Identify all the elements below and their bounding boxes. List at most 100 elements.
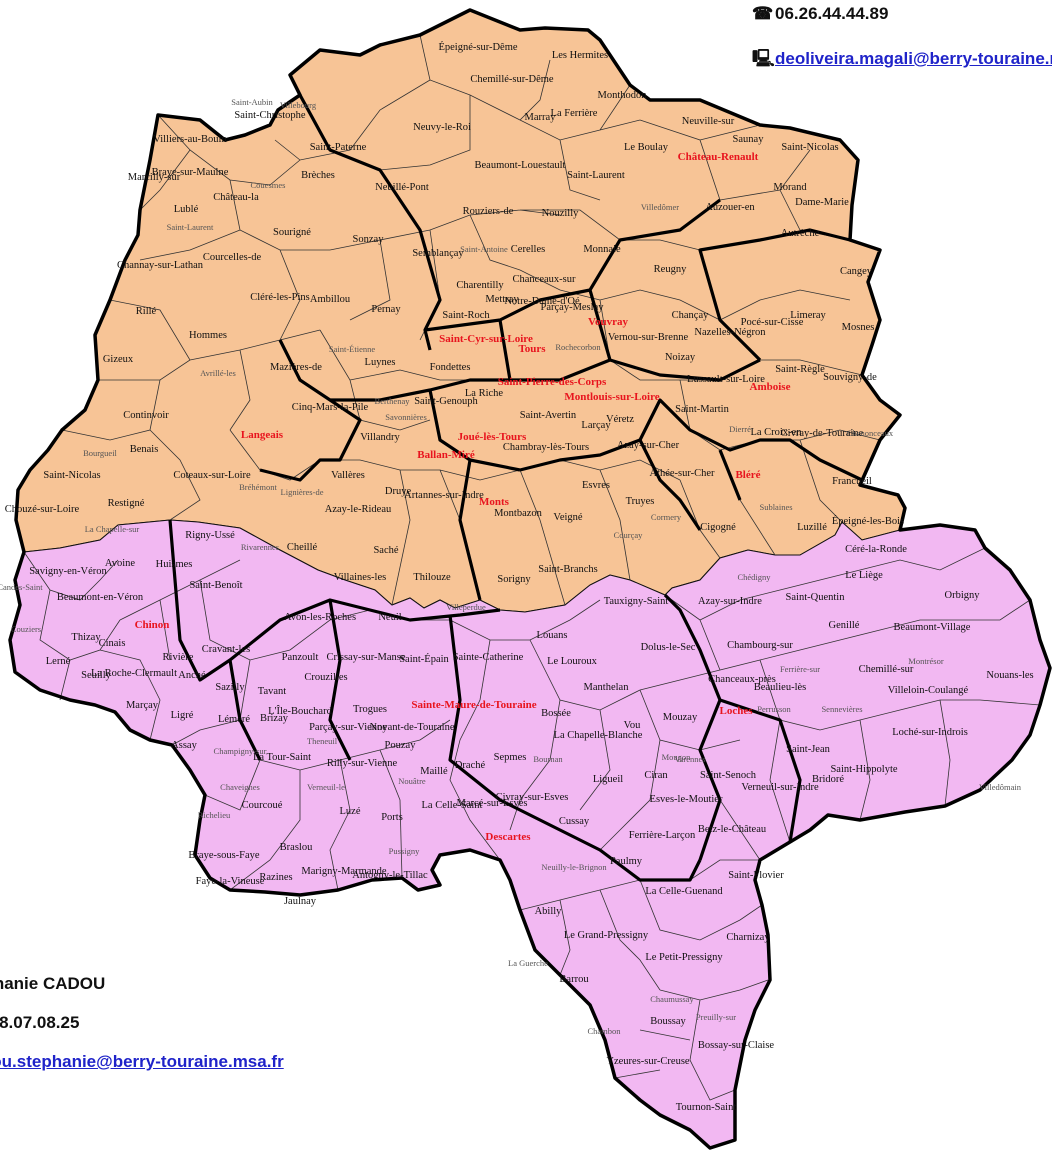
commune-label: Larçay	[581, 420, 611, 431]
commune-label: Lerné	[46, 656, 71, 667]
commune-label: Veigné	[553, 512, 582, 523]
commune-label: Le Boulay	[624, 142, 669, 153]
department-outline	[8, 8, 1052, 1150]
commune-label: Braye-sur-Maulne	[152, 167, 229, 178]
commune-label: Chambon	[587, 1026, 621, 1036]
commune-label: Ligueil	[593, 774, 623, 785]
commune-label: Seuilly	[81, 670, 112, 681]
commune-label: Luzillé	[797, 522, 827, 533]
commune-label: Azay-sur-Indre	[698, 596, 762, 607]
canton-label: Langeais	[241, 429, 284, 441]
commune-label: Rivarennes	[241, 542, 279, 552]
commune-label: Esvres	[582, 480, 610, 491]
commune-label: Theneuil	[307, 736, 338, 746]
commune-label: Faye-la-Vineuse	[196, 876, 265, 887]
commune-label: Chenonceaux	[847, 428, 894, 438]
commune-label: Verneuil-sur-Indre	[741, 782, 819, 793]
commune-label: Truyes	[626, 496, 655, 507]
commune-label: Beaumont-en-Véron	[57, 592, 144, 603]
commune-label: Richelieu	[198, 810, 231, 820]
commune-label: Saint-Nicolas	[781, 142, 838, 153]
commune-label: Yzeures-sur-Creuse	[606, 1056, 690, 1067]
canton-label: Sainte-Maure-de-Touraine	[411, 699, 536, 711]
canton-label: Chinon	[135, 619, 170, 631]
commune-label: Courcoué	[242, 800, 283, 811]
commune-label: Marcilly-sur	[128, 172, 181, 183]
commune-label: Artannes-sur-Indre	[404, 490, 484, 501]
commune-label: Rouziers-de	[463, 206, 514, 217]
commune-label: Panzoult	[282, 652, 319, 663]
commune-label: Montrésor	[908, 656, 944, 666]
commune-label: Saint-Genouph	[414, 396, 478, 407]
commune-label: Chançay	[672, 310, 709, 321]
commune-label: Mosnes	[842, 322, 875, 333]
commune-label: Villaines-les	[334, 572, 386, 583]
north-email-link[interactable]: deoliveira.magali@berry-touraine.msa.fr	[775, 49, 1052, 68]
commune-label: Nouzilly	[542, 208, 579, 219]
commune-label: Assay	[171, 740, 197, 751]
commune-label: Saint-Jean	[786, 744, 830, 755]
commune-label: La Croix-en	[750, 427, 802, 438]
commune-label: Loché-sur-Indrois	[892, 727, 968, 738]
commune-label: Cussay	[559, 816, 590, 827]
commune-label: La Tour-Saint	[253, 752, 311, 763]
commune-label: La Riche	[465, 388, 504, 399]
commune-label: Avrillé-les	[200, 368, 236, 378]
commune-label: Cangey	[840, 266, 873, 277]
commune-label: La Chapelle-sur	[85, 524, 140, 534]
commune-label: Ciran	[644, 770, 668, 781]
commune-label: Chambourg-sur	[727, 640, 793, 651]
commune-label: Tavant	[258, 686, 287, 697]
commune-label: Autrèche	[781, 228, 820, 239]
commune-label: Le Petit-Pressigny	[645, 952, 723, 963]
commune-label: Tournon-Saint	[676, 1102, 737, 1113]
canton-label: Vouvray	[588, 316, 628, 328]
commune-label: Cinq-Mars-la-Pile	[292, 402, 369, 413]
commune-label: Betz-le-Château	[698, 824, 767, 835]
commune-label: Nouâtre	[398, 776, 426, 786]
commune-label: Marigny-Marmande	[301, 866, 386, 877]
commune-label: Saint-Martin	[675, 404, 729, 415]
commune-label: Villedômain	[979, 782, 1022, 792]
commune-label: Jaulnay	[284, 896, 317, 907]
commune-label: Rilly-sur-Vienne	[327, 758, 398, 769]
commune-label: Saché	[373, 545, 398, 556]
commune-label: Limeray	[790, 310, 826, 321]
commune-label: Luzé	[340, 806, 361, 817]
commune-label: Chemillé-sur-Dême	[470, 74, 554, 85]
commune-label: Anché	[178, 670, 206, 681]
south-email-link[interactable]: cadou.stephanie@berry-touraine.msa.fr	[0, 1052, 284, 1071]
commune-label: Ferrière-Larçon	[629, 830, 696, 841]
commune-label: Preuilly-sur	[696, 1012, 736, 1022]
commune-label: Marray	[525, 112, 557, 123]
commune-label: Sorigny	[497, 574, 531, 585]
commune-label: Chanceaux-sur	[513, 274, 576, 285]
commune-label: Berthenay	[375, 396, 411, 406]
commune-label: Villiers-au-Bouin	[153, 134, 227, 145]
commune-label: Sonzay	[353, 234, 385, 245]
commune-label: Thilouze	[413, 572, 451, 583]
commune-label: Druye	[385, 486, 412, 497]
commune-label: Sourigné	[273, 227, 311, 238]
commune-label: Vallères	[331, 470, 365, 481]
commune-label: Chaumussay	[650, 994, 694, 1004]
commune-label: Le Liège	[845, 570, 883, 581]
south-email: cadou.stephanie@berry-touraine.msa.fr	[0, 1052, 284, 1072]
commune-label: Parçay-sur-Vienne	[309, 722, 387, 733]
canton-label: Château-Renault	[678, 151, 759, 163]
commune-label: Semblançay	[412, 248, 464, 259]
commune-label: Civray-sur-Esves	[496, 792, 569, 803]
commune-label: Sainte-Catherine	[453, 652, 524, 663]
commune-label: Razines	[259, 872, 292, 883]
commune-label: Couesmes	[251, 180, 286, 190]
canton-label: Ballan-Miré	[417, 449, 475, 461]
commune-label: Cravant-les	[202, 644, 250, 655]
commune-label: Perrusson	[757, 704, 791, 714]
commune-label: Rivière	[163, 652, 194, 663]
commune-label: Candes-Saint	[0, 582, 43, 592]
commune-label: Couziers	[11, 624, 41, 634]
canton-label: Saint-Cyr-sur-Loire	[439, 333, 533, 345]
canton-label: Loches	[720, 705, 754, 717]
commune-label: Saint-Quentin	[786, 592, 846, 603]
